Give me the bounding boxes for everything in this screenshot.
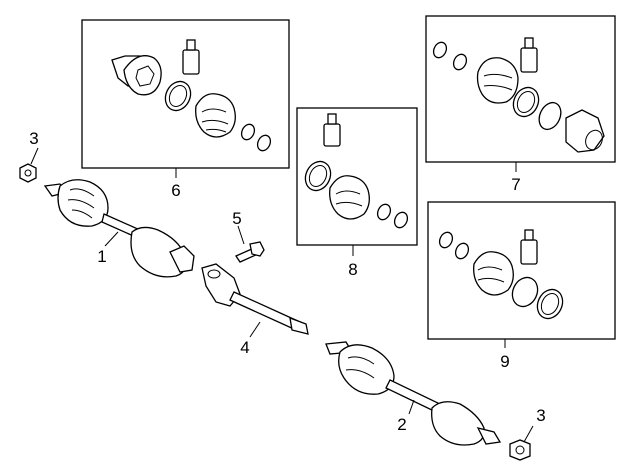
callout-3-left: 3 bbox=[29, 129, 38, 148]
intermediate-shaft-4 bbox=[201, 263, 309, 335]
inset-box-7 bbox=[425, 15, 616, 163]
callout-8: 8 bbox=[348, 260, 357, 279]
inset-box-6 bbox=[81, 19, 290, 169]
axle-shaft-2 bbox=[325, 341, 502, 446]
callout-2: 2 bbox=[397, 415, 406, 434]
leader-lines bbox=[30, 147, 534, 443]
bolt-5 bbox=[235, 241, 265, 263]
callout-1: 1 bbox=[97, 247, 106, 266]
nut-right bbox=[509, 439, 531, 461]
callout-9: 9 bbox=[500, 352, 509, 371]
axle-shaft-1 bbox=[43, 179, 195, 278]
inset-box-8 bbox=[296, 107, 418, 246]
callout-3-right: 3 bbox=[536, 406, 545, 425]
callout-7: 7 bbox=[511, 175, 520, 194]
callout-5: 5 bbox=[232, 209, 241, 228]
inset-box-9 bbox=[427, 201, 616, 340]
callout-4: 4 bbox=[240, 338, 249, 357]
nut-left bbox=[19, 163, 37, 183]
callout-6: 6 bbox=[171, 181, 180, 200]
